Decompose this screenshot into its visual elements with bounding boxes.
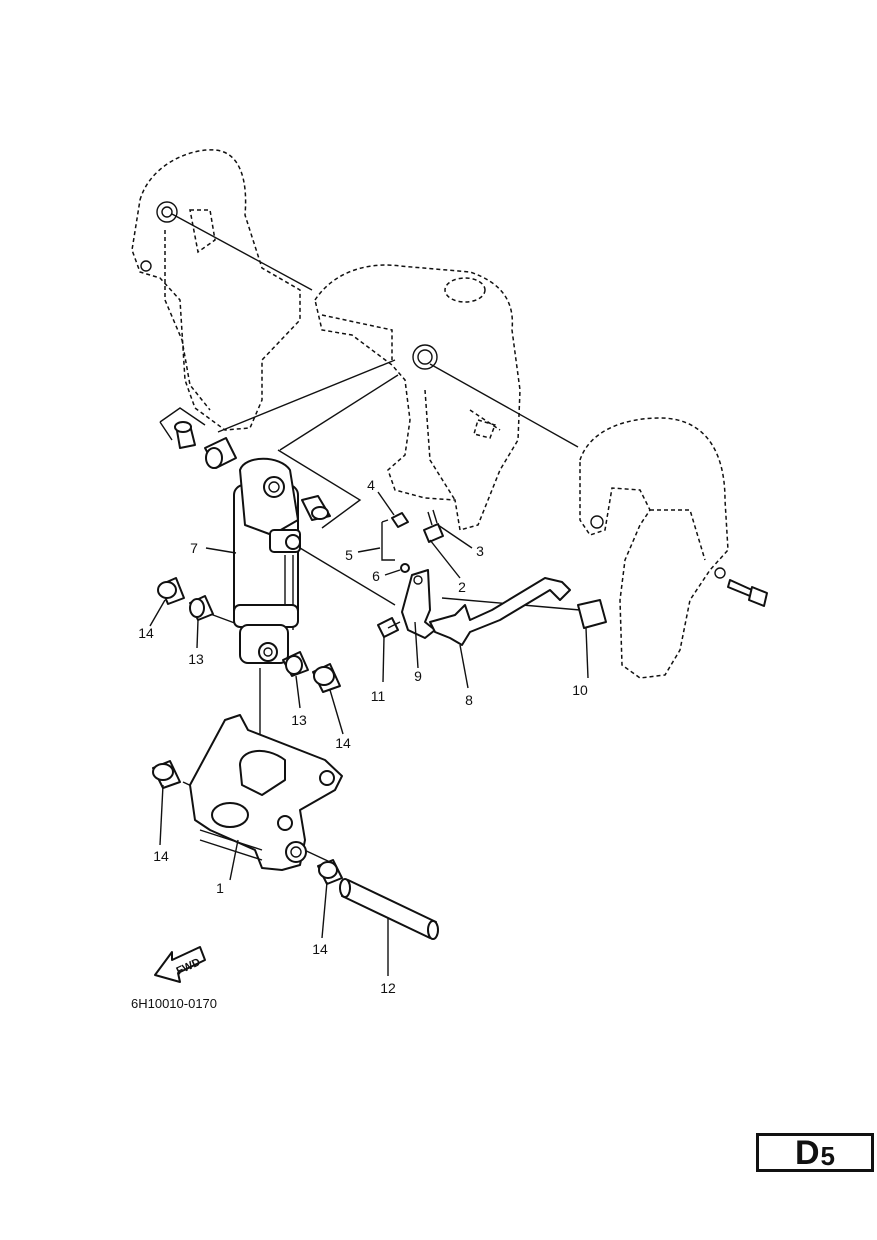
callout-3: 3 bbox=[476, 543, 484, 559]
callout-labels: 1 2 3 4 5 6 7 8 9 10 11 12 13 13 14 14 1… bbox=[138, 477, 588, 996]
callout-9: 9 bbox=[414, 668, 422, 684]
fwd-direction-arrow: FWD bbox=[154, 946, 206, 983]
bushing-14-lower-left bbox=[152, 760, 181, 789]
clamp-bolt bbox=[727, 579, 768, 607]
lever-8 bbox=[429, 577, 571, 646]
page-section-letter: D bbox=[794, 1133, 820, 1172]
callout-14-lower-left: 14 bbox=[153, 848, 169, 864]
small-hardware bbox=[381, 509, 444, 573]
callout-14-lower-right: 14 bbox=[312, 941, 328, 957]
bushing-cylinder-top bbox=[301, 495, 331, 521]
callout-12: 12 bbox=[380, 980, 396, 996]
callout-7: 7 bbox=[190, 540, 198, 556]
callout-1: 1 bbox=[216, 880, 224, 896]
tilt-pin-rod bbox=[339, 878, 439, 940]
swivel-bracket bbox=[314, 264, 521, 531]
callout-10: 10 bbox=[572, 682, 588, 698]
bushing-14-right bbox=[312, 663, 341, 693]
callout-2: 2 bbox=[458, 579, 466, 595]
callout-8: 8 bbox=[465, 692, 473, 708]
bushing-upper-left bbox=[174, 421, 196, 449]
drawing-code: 6H10010-0170 bbox=[131, 996, 217, 1011]
bolt-11 bbox=[377, 617, 401, 638]
callout-4: 4 bbox=[367, 477, 375, 493]
block-10 bbox=[577, 599, 607, 629]
bushing-14-left bbox=[157, 577, 185, 605]
left-clamp-bracket bbox=[131, 149, 301, 431]
leader-lines bbox=[149, 491, 589, 976]
callout-5: 5 bbox=[345, 547, 353, 563]
callout-13-right: 13 bbox=[291, 712, 307, 728]
callout-13-left: 13 bbox=[188, 651, 204, 667]
collar-13-left bbox=[189, 595, 214, 621]
tilt-cylinder bbox=[233, 457, 301, 664]
callout-14-upper-left: 14 bbox=[138, 625, 154, 641]
lever-bracket-plate bbox=[401, 569, 436, 639]
collar-upper bbox=[204, 437, 237, 469]
callout-6: 6 bbox=[372, 568, 380, 584]
right-clamp-bracket bbox=[579, 417, 729, 679]
collar-13-right bbox=[282, 651, 309, 677]
callout-14-upper-right: 14 bbox=[335, 735, 351, 751]
tilt-bracket-lower bbox=[189, 714, 343, 871]
callout-11: 11 bbox=[371, 688, 386, 704]
page-section-number: 5 bbox=[820, 1140, 836, 1171]
page-section-tag: D 5 bbox=[756, 1133, 874, 1172]
bushing-14-lower-right bbox=[317, 859, 343, 885]
